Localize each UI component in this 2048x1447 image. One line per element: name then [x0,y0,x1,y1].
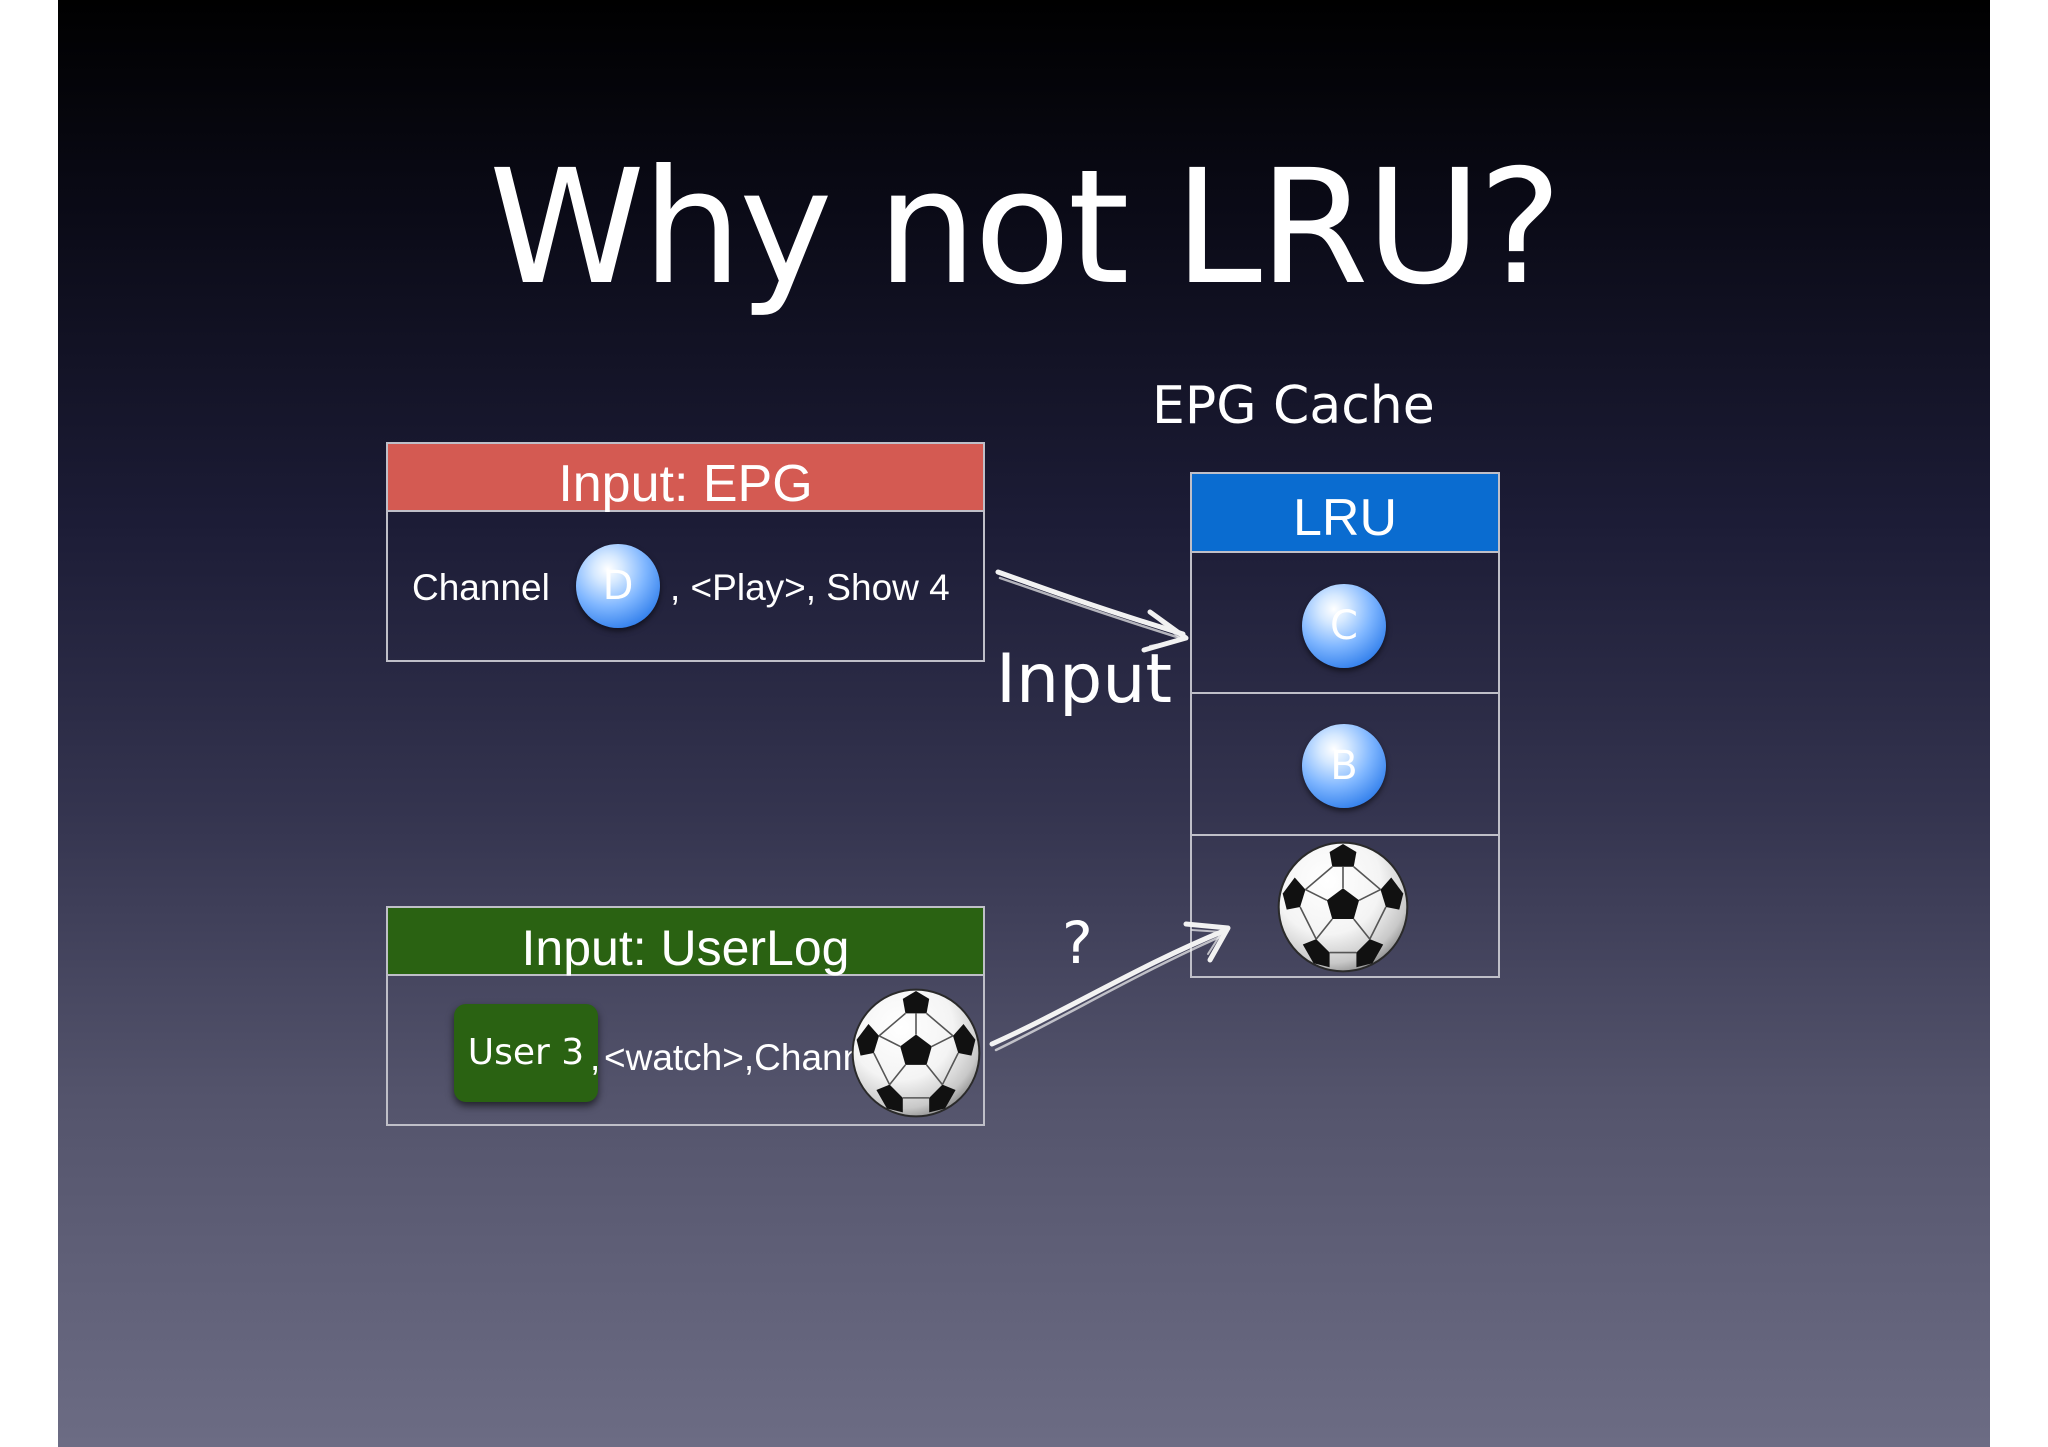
lru-slot-b-bubble: B [1302,724,1386,808]
user-3-badge: User 3 [454,1004,598,1102]
epg-input-box: Input: EPG Channel D , <Play>, Show 4 [386,442,985,662]
lru-cache-box: LRU C B [1190,472,1500,978]
lru-header: LRU [1192,474,1498,553]
lru-slot-divider [1192,692,1498,694]
arrows-layer [989,569,1231,1052]
epg-channel-prefix: Channel [412,567,550,608]
userlog-comma: , [590,1037,601,1078]
question-mark-annotation: ? [1062,909,1093,977]
channel-d-bubble: D [576,544,660,628]
slide-title: Why not LRU? [488,136,1562,320]
userlog-action-text: <watch>,Channel [604,1037,892,1078]
input-annotation: Input [996,640,1173,719]
epg-input-header: Input: EPG [388,444,983,513]
userlog-input-header: Input: UserLog [388,908,983,976]
slide: Why not LRU? EPG Cache Input: EPG Channe… [58,0,1990,1447]
epg-event-text: , <Play>, Show 4 [670,567,950,608]
lru-slot-divider [1192,834,1498,836]
epg-to-lru-arrow [995,569,1189,653]
userlog-input-box: Input: UserLog [386,906,985,1126]
userlog-to-lru-arrow [989,921,1231,1052]
lru-slot-c-bubble: C [1302,584,1386,668]
epg-cache-title: EPG Cache [1152,376,1435,436]
